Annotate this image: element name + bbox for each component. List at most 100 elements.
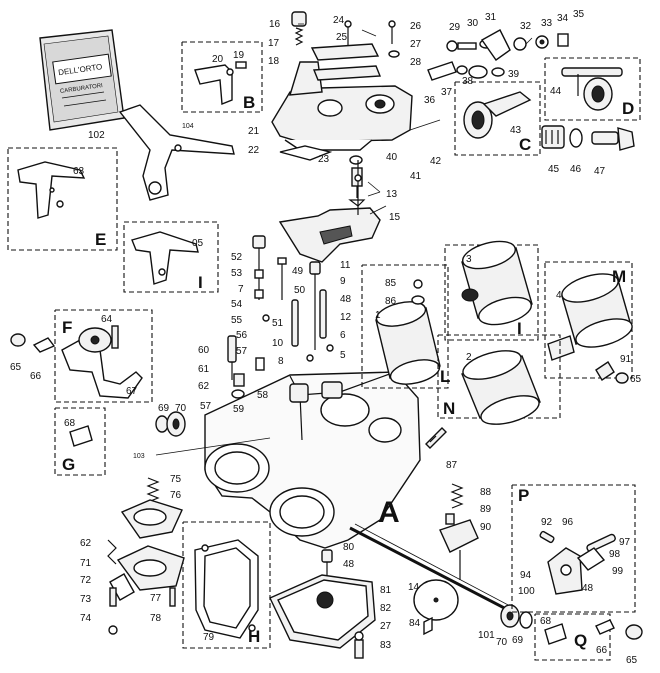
callout: 27 — [380, 621, 392, 632]
callout: 102 — [88, 130, 105, 141]
callout: 78 — [150, 613, 162, 624]
callout: 23 — [318, 154, 330, 165]
callout: 45 — [548, 164, 560, 175]
callout: 05 — [192, 238, 204, 249]
callout: 92 — [541, 517, 553, 528]
callout: 19 — [233, 50, 245, 61]
callout: 90 — [480, 522, 492, 533]
section-letter-l: L — [440, 367, 450, 386]
callout: 59 — [233, 404, 245, 415]
callout: 44 — [550, 86, 562, 97]
callout: 35 — [573, 9, 585, 20]
callout: 67 — [126, 386, 138, 397]
section-letter-p: P — [518, 486, 529, 505]
callout: 21 — [248, 126, 260, 137]
carburetor-cover — [271, 11, 413, 151]
callout: 2 — [466, 352, 472, 363]
kit-subtitle-text: CARBURATORI — [60, 83, 104, 95]
throttle-shaft — [349, 523, 533, 636]
callout: 86 — [385, 296, 397, 307]
callout: 91 — [620, 354, 632, 365]
section-letter-i-left: I — [198, 273, 203, 292]
throttle-lever-104 — [118, 104, 235, 201]
callout: 87 — [446, 460, 458, 471]
section-letter-e: E — [95, 230, 106, 249]
section-letter-m: M — [612, 267, 626, 286]
callout: 26 — [410, 21, 422, 32]
callout: 32 — [520, 21, 532, 32]
section-i-box: I — [123, 221, 219, 293]
pump-assembly — [107, 477, 185, 635]
callout: 82 — [380, 603, 392, 614]
callout: 76 — [170, 490, 182, 501]
section-letter-i-right: I — [517, 319, 522, 338]
callout: 79 — [203, 632, 215, 643]
callout: 54 — [231, 299, 243, 310]
section-l-box: L — [361, 264, 450, 389]
callout: 39 — [508, 69, 520, 80]
banjo-fitting-parts — [541, 125, 635, 151]
callout: 62 — [198, 381, 210, 392]
callout: 68 — [540, 616, 552, 627]
callout: 84 — [409, 618, 421, 629]
callout: 52 — [231, 252, 243, 263]
section-m-box: M — [544, 261, 633, 379]
callout: 48 — [582, 583, 594, 594]
callout: 74 — [80, 613, 92, 624]
callout: 61 — [198, 364, 210, 375]
callout: 3 — [466, 254, 472, 265]
section-letter-f: F — [62, 318, 72, 337]
callout: 1 — [375, 310, 381, 321]
callout: 63 — [73, 166, 85, 177]
callout: 73 — [80, 594, 92, 605]
callout: 99 — [612, 566, 624, 577]
float-bowl — [269, 549, 376, 659]
callout: 71 — [80, 558, 92, 569]
callout: 6 — [340, 330, 346, 341]
callout: 64 — [101, 314, 113, 325]
callout: 25 — [336, 32, 348, 43]
callout: 31 — [485, 12, 497, 23]
callout: 70 — [175, 403, 187, 414]
callout: 100 — [518, 586, 535, 597]
callout: 5 — [340, 350, 346, 361]
cable-adjuster-right — [595, 619, 643, 640]
callout: 29 — [449, 22, 461, 33]
callout: 53 — [231, 268, 243, 279]
callout: 98 — [609, 549, 621, 560]
section-i-right-box: I — [444, 240, 539, 341]
callout: 12 — [340, 312, 352, 323]
callout: 11 — [340, 260, 351, 271]
callout: 17 — [268, 38, 280, 49]
callout: 18 — [268, 56, 280, 67]
leader-lines — [298, 23, 533, 215]
callout: 56 — [236, 330, 248, 341]
callout: 28 — [410, 57, 422, 68]
callout: 94 — [520, 570, 532, 581]
callout: 66 — [30, 371, 42, 382]
carburetor-body — [155, 371, 421, 549]
callout: 36 — [424, 95, 436, 106]
accelerator-pump-parts — [227, 335, 265, 399]
callout: 83 — [380, 640, 392, 651]
callout: 7 — [238, 284, 244, 295]
callout: 30 — [467, 18, 479, 29]
callout: 69 — [512, 635, 524, 646]
section-n-box: N — [437, 334, 561, 425]
callout: 101 — [478, 630, 495, 641]
callout: 88 — [480, 487, 492, 498]
section-e-box: E — [7, 147, 118, 251]
callout: 65 — [626, 655, 638, 666]
callout: 48 — [340, 294, 352, 305]
callout: 65 — [10, 362, 22, 373]
callout: 8 — [278, 356, 284, 367]
callout: 47 — [594, 166, 606, 177]
section-d-box: D — [544, 57, 641, 121]
callout: 66 — [596, 645, 608, 656]
air-screw-91 — [595, 361, 629, 384]
callout: 96 — [562, 517, 574, 528]
parts-29-39 — [427, 29, 569, 81]
callout: 40 — [386, 152, 398, 163]
callout: 58 — [257, 390, 269, 401]
